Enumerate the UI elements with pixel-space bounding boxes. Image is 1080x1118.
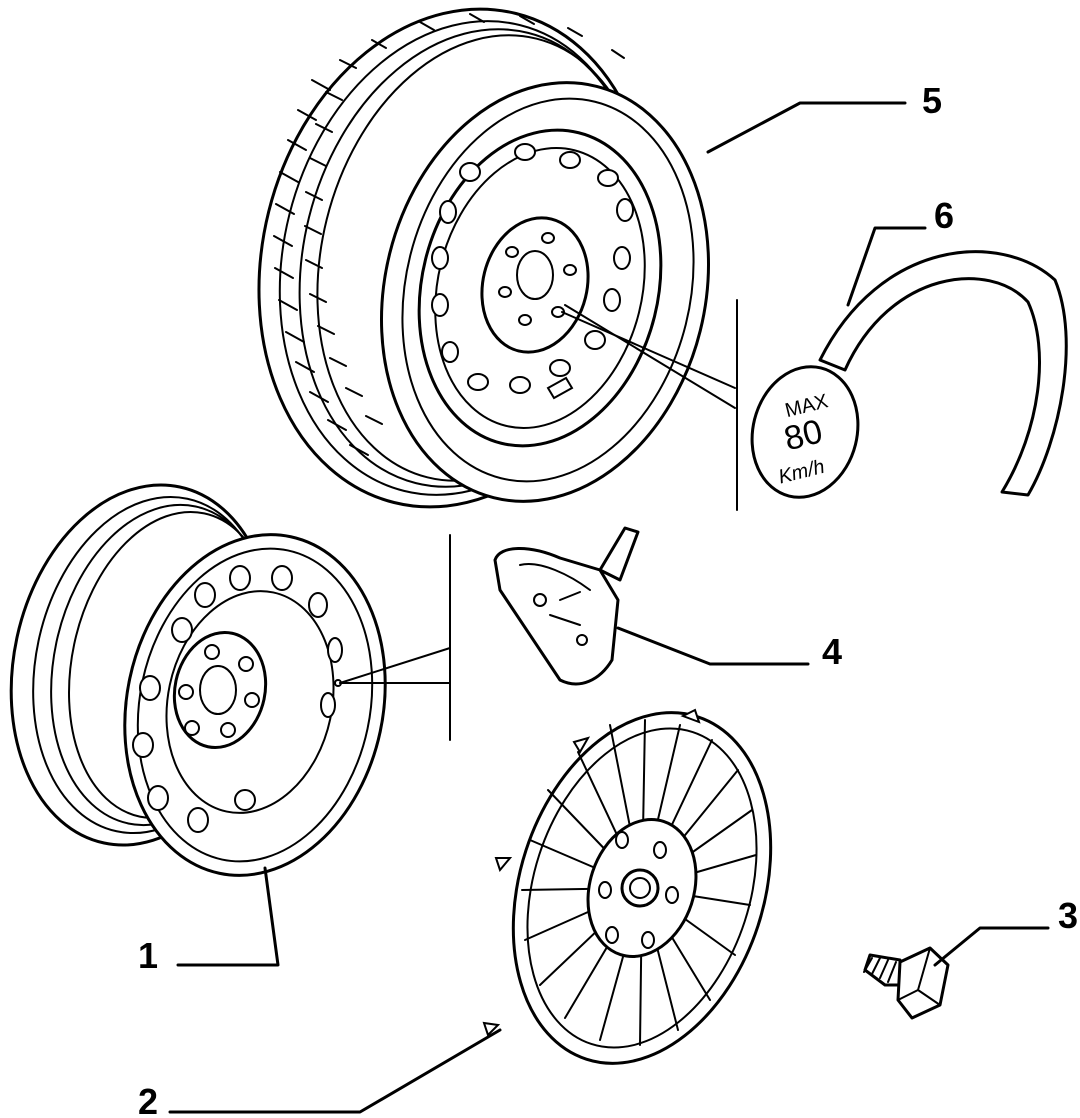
tyre-pressure-sensor [493,526,640,686]
callout-3: 3 [1058,895,1078,936]
wheel-bolt [863,946,950,1020]
callout-6: 6 [934,195,954,236]
spare-wheel [257,7,710,509]
leader-lines [168,101,1050,1114]
label-line2: 80 [780,412,826,458]
wheel-cover [482,708,773,1065]
callout-2: 2 [138,1081,158,1118]
callout-4: 4 [822,631,842,672]
callout-5: 5 [922,80,942,121]
label-stamp-text: MAX 80 Km/h [776,390,830,488]
callout-1: 1 [138,935,158,976]
steel-rim [9,483,387,877]
speed-limit-label: MAX 80 Km/h [750,250,1068,499]
callout-numbers: 5 6 4 1 2 3 [138,80,1078,1118]
